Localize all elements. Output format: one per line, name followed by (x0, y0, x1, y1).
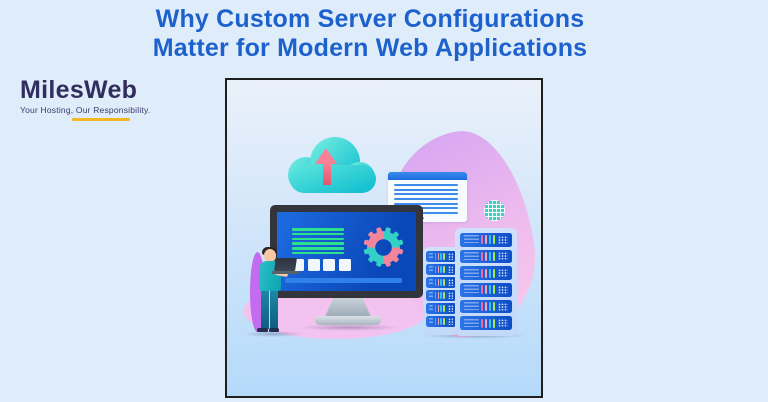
laptop-icon (274, 258, 297, 271)
logo-wordmark: MilesWeb (20, 76, 138, 104)
upload-arrow-icon (315, 148, 337, 164)
upload-arrow-stem (322, 163, 331, 185)
page-title-line2: Matter for Modern Web Applications (152, 34, 588, 62)
progress-bar (285, 278, 402, 283)
person-shadow (243, 331, 303, 337)
monitor-shadow (297, 324, 401, 331)
person-leg (270, 291, 278, 329)
page-title-line1: Why Custom Server Configurations (155, 5, 585, 33)
monitor-stand-base (315, 316, 381, 325)
server-rack-back (423, 247, 459, 335)
monitor-screen (277, 212, 416, 291)
person-shoe (257, 328, 268, 332)
logo-tagline: Your Hosting, Our Responsibility. (20, 105, 151, 115)
person-head (264, 249, 276, 262)
person-with-laptop (253, 247, 299, 335)
browser-titlebar (388, 172, 467, 180)
globe-icon (484, 200, 505, 221)
monitor (270, 205, 423, 298)
cloud-upload-icon (284, 137, 380, 194)
page-title: Why Custom Server Configurations Matter … (0, 5, 740, 63)
person-shoe (269, 328, 279, 332)
laptop-base (272, 270, 299, 274)
screen-squares (292, 259, 362, 272)
server-rack-front (455, 228, 517, 336)
illustration-card (225, 78, 543, 398)
screen-text-lines (292, 228, 352, 257)
monitor-stand (325, 296, 371, 317)
logo-underline (72, 118, 130, 121)
milesweb-logo: MilesWeb Your Hosting, Our Responsibilit… (20, 77, 150, 121)
person-leg (261, 291, 269, 329)
gear-icon (361, 225, 405, 269)
cloud-base (290, 165, 376, 193)
